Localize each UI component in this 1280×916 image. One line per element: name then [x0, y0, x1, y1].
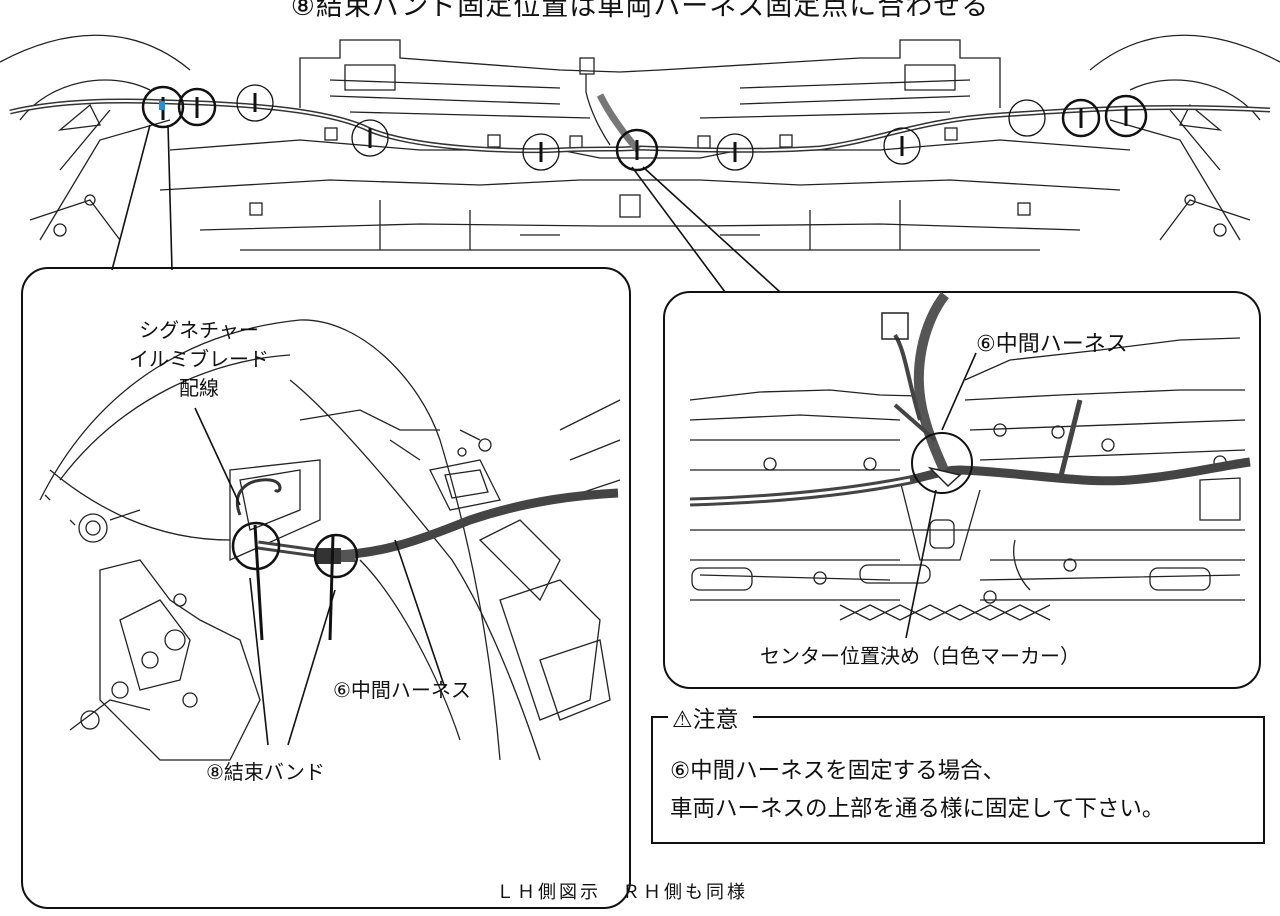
overview-harness: [9, 93, 1271, 154]
detail-leaders: [111, 124, 781, 293]
caution-heading: ⚠注意: [668, 700, 753, 734]
center-marker-callout: センター位置決め（白色マーカー）: [760, 644, 1080, 668]
blue-marker: [159, 101, 165, 110]
overview-clip-markers: [141, 84, 1148, 172]
overview-grille: [0, 34, 1280, 251]
left-detail-panel: [21, 267, 631, 909]
signature-wiring-callout: シグネチャー イルミブレード 配線: [104, 316, 294, 403]
right-detail-harness: [689, 291, 1251, 507]
caution-box: [651, 716, 1265, 844]
caution-text: ⑥中間ハーネスを固定する場合、 車両ハーネスの上部を通る様に固定して下さい。: [670, 752, 1164, 828]
left-detail-leaders: [194, 407, 446, 746]
right-detail-drawing: [689, 337, 1246, 621]
footnote: ＬＨ側図示 ＲＨ側も同様: [496, 882, 748, 903]
signature-wiring-line-2: イルミブレード: [129, 347, 269, 371]
left-harness-callout: ⑥中間ハーネス: [333, 678, 471, 702]
right-harness-callout: ⑥中間ハーネス: [976, 332, 1128, 357]
band-callout: ⑧結束バンド: [206, 760, 325, 784]
caution-line-1: ⑥中間ハーネスを固定する場合、: [670, 758, 1006, 784]
diagram-title: ⑧結束バンド固定位置は車両ハーネス固定点に合わせる: [290, 0, 990, 22]
caution-line-2: 車両ハーネスの上部を通る様に固定して下さい。: [670, 796, 1165, 822]
signature-wiring-line-3: 配線: [179, 376, 219, 400]
right-detail-leaders: [905, 352, 977, 639]
left-detail-harness: [231, 478, 619, 641]
left-detail-drawing: [39, 319, 621, 761]
signature-wiring-line-1: シグネチャー: [139, 318, 259, 342]
overview-clip-ties: [161, 93, 1128, 162]
right-detail-panel: [663, 291, 1261, 689]
